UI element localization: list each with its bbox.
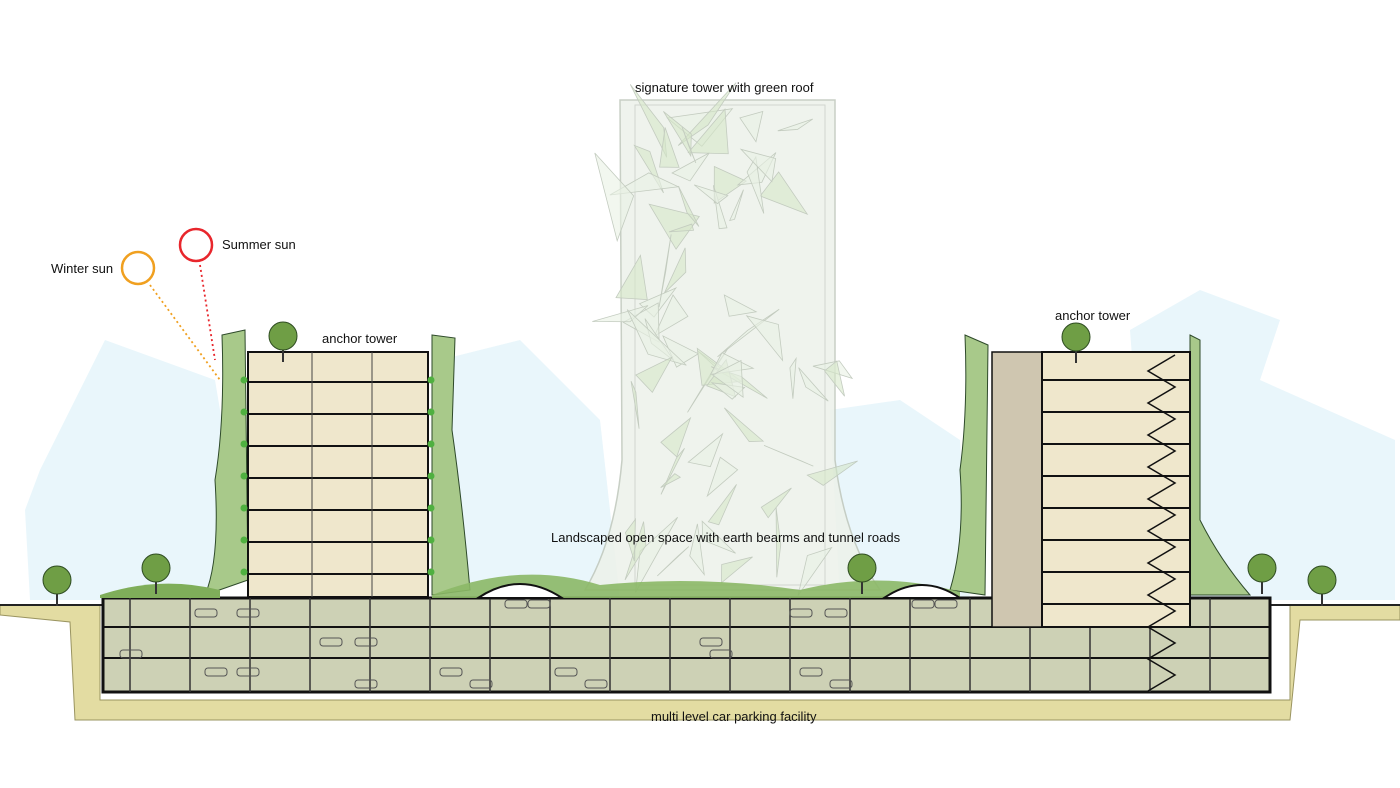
car-icon: [469, 679, 493, 689]
tree-icon: [1061, 322, 1091, 352]
summer-sun-label: Summer sun: [222, 237, 296, 252]
car-icon: [934, 599, 958, 609]
car-icon: [554, 667, 578, 677]
car-icon: [236, 608, 260, 618]
car-icon: [584, 679, 608, 689]
car-icon: [319, 637, 343, 647]
tree-icon: [141, 553, 171, 583]
anchor-tower-right: [949, 334, 1252, 692]
car-icon: [236, 667, 260, 677]
anchor-tower-left-label: anchor tower: [322, 331, 398, 346]
car-icon: [194, 608, 218, 618]
car-icon: [824, 608, 848, 618]
tree-icon: [847, 553, 877, 583]
tree-icon: [268, 321, 298, 351]
car-icon: [354, 679, 378, 689]
car-icon: [911, 599, 935, 609]
winter-sun-icon: [120, 250, 156, 286]
car-icon: [789, 608, 813, 618]
car-icon: [527, 599, 551, 609]
anchor-tower-right-label: anchor tower: [1055, 308, 1131, 323]
car-icon: [799, 667, 823, 677]
parking-facility-label: multi level car parking facility: [651, 709, 817, 724]
tree-icon: [42, 565, 72, 595]
winter-sun-label: Winter sun: [51, 261, 114, 276]
signature-tower-label: signature tower with green roof: [635, 80, 814, 95]
sun-rays: [149, 264, 221, 381]
car-icon: [354, 637, 378, 647]
car-icon: [204, 667, 228, 677]
car-icon: [504, 599, 528, 609]
landscaping: [42, 321, 1337, 606]
summer-sun-icon: [178, 227, 214, 263]
tree-icon: [1247, 553, 1277, 583]
car-icon: [439, 667, 463, 677]
anchor-tower-left: [204, 329, 471, 598]
car-icon: [119, 649, 143, 659]
tree-icon: [1307, 565, 1337, 595]
car-icon: [709, 649, 733, 659]
signature-tower: [583, 82, 882, 596]
car-icon: [699, 637, 723, 647]
landscaped-space-label: Landscaped open space with earth bearms …: [551, 530, 901, 545]
car-icon: [829, 679, 853, 689]
